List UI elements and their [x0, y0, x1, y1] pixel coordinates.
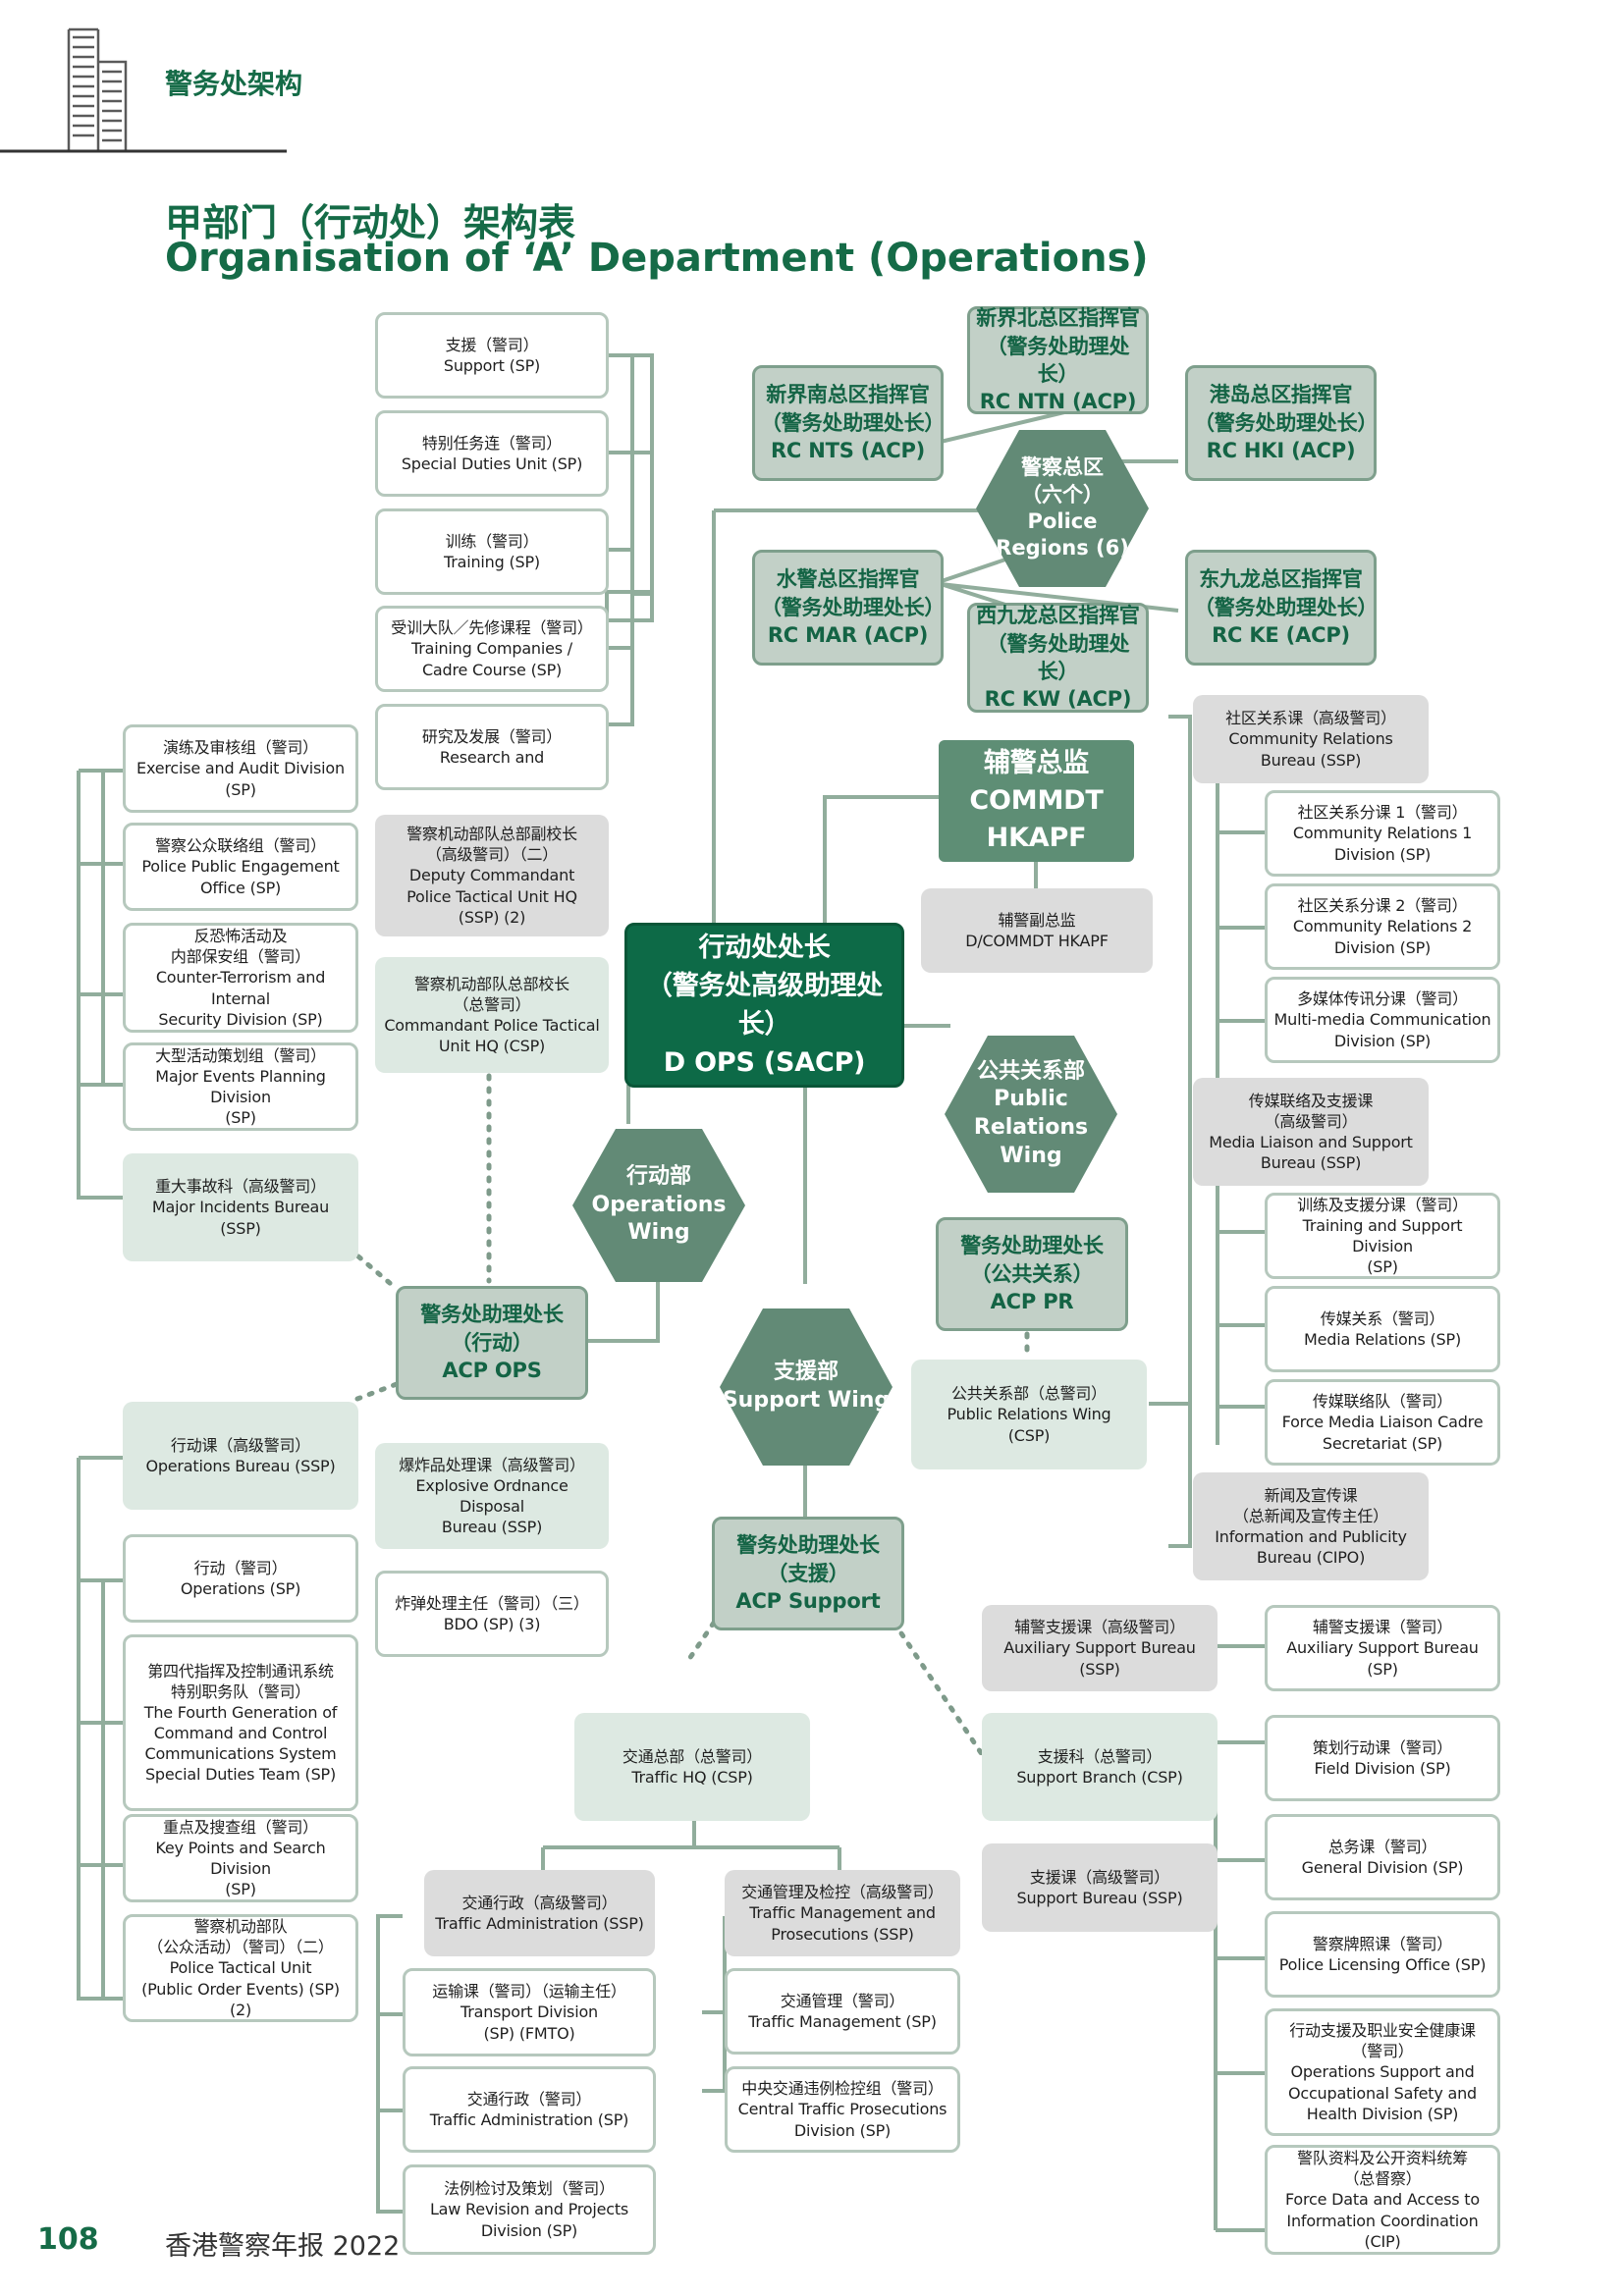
exercise-audit-box: 演练及审核组（警司）Exercise and Audit Division(SP…: [123, 724, 358, 813]
ctisd-box: 反恐怖活动及内部保安组（警司）Counter-Terrorism and Int…: [123, 923, 358, 1033]
bdo-box: 炸弹处理主任（警司）（三）BDO (SP) (3): [375, 1571, 609, 1657]
building-logo-icon: [0, 27, 287, 153]
rc-mar-box: 水警总区指挥官（警务处助理处长）RC MAR (ACP): [752, 550, 945, 666]
rc-nts-box: 新界南总区指挥官（警务处助理处长）RC NTS (ACP): [752, 365, 945, 481]
traffic-management-sp-box: 交通管理（警司）Traffic Management (SP): [725, 1968, 960, 2055]
operations-sp-box: 行动（警司）Operations (SP): [123, 1534, 358, 1623]
force-data-access-box: 警队资料及公开资料统筹（总督察）Force Data and Access to…: [1265, 2145, 1500, 2255]
major-incidents-bureau-box: 重大事故科（高级警司）Major Incidents Bureau(SSP): [123, 1153, 358, 1261]
research-development-box: 研究及发展（警司）Research and: [375, 704, 609, 790]
traffic-administration-sp-box: 交通行政（警司）Traffic Administration (SP): [403, 2066, 656, 2153]
rc-ntn-box: 新界北总区指挥官（警务处助理处长）RC NTN (ACP): [967, 306, 1149, 414]
training-companies-box: 受训大队／先修课程（警司）Training Companies /Cadre C…: [375, 606, 609, 692]
section-header: 警务处架构: [165, 68, 303, 100]
publication-title: 香港警察年报 2022: [165, 2231, 401, 2262]
support-branch-box: 支援科（总警司）Support Branch (CSP): [982, 1713, 1218, 1821]
support-sp-box: 支援（警司）Support (SP): [375, 312, 609, 399]
training-sp-box: 训练（警司）Training (SP): [375, 508, 609, 595]
rc-ke-box: 东九龙总区指挥官（警务处助理处长）RC KE (ACP): [1185, 550, 1378, 666]
operations-bureau-box: 行动课（高级警司）Operations Bureau (SSP): [123, 1402, 358, 1510]
key-points-search-box: 重点及搜查组（警司）Key Points and Search Division…: [123, 1814, 358, 1902]
central-traffic-prosecutions-box: 中央交通违例检控组（警司）Central Traffic Prosecution…: [725, 2066, 960, 2153]
auxiliary-support-bureau-sp-box: 辅警支援课（警司）Auxiliary Support Bureau (SP): [1265, 1605, 1500, 1691]
fourth-generation-box: 第四代指挥及控制通讯系统特别职务队（警司）The Fourth Generati…: [123, 1634, 358, 1811]
media-relations-box: 传媒关系（警司）Media Relations (SP): [1265, 1286, 1500, 1372]
traffic-hq-box: 交通总部（总警司）Traffic HQ (CSP): [574, 1713, 810, 1821]
ptu-public-order-box: 警察机动部队（公众活动）（警司）（二）Police Tactical Unit(…: [123, 1914, 358, 2022]
general-division-box: 总务课（警司）General Division (SP): [1265, 1814, 1500, 1900]
rc-hki-box: 港岛总区指挥官（警务处助理处长）RC HKI (ACP): [1185, 365, 1378, 481]
d-ops-box: 行动处处长（警务处高级助理处长）D OPS (SACP): [624, 923, 904, 1088]
page-number: 108: [37, 2222, 99, 2257]
commandant-ptu-box: 警察机动部队总部校长（总警司）Commandant Police Tactica…: [375, 957, 609, 1073]
information-publicity-bureau-box: 新闻及宣传课（总新闻及宣传主任）Information and Publicit…: [1193, 1472, 1429, 1580]
support-bureau-box: 支援课（高级警司）Support Bureau (SSP): [982, 1843, 1218, 1932]
acp-ops-box: 警务处助理处长（行动）ACP OPS: [396, 1286, 588, 1400]
page-title-zh: 甲部门（行动处）架构表: [165, 201, 576, 244]
rc-kw-box: 西九龙总区指挥官（警务处助理处长）RC KW (ACP): [967, 603, 1149, 713]
acp-pr-box: 警务处助理处长（公共关系）ACP PR: [936, 1217, 1128, 1331]
auxiliary-support-bureau-ssp-box: 辅警支援课（高级警司）Auxiliary Support Bureau(SSP): [982, 1605, 1218, 1691]
sdu-box: 特别任务连（警司）Special Duties Unit (SP): [375, 410, 609, 497]
acp-support-box: 警务处助理处长（支援）ACP Support: [712, 1517, 904, 1630]
transport-division-box: 运输课（警司）（运输主任）Transport Division(SP) (FMT…: [403, 1968, 656, 2056]
field-division-box: 策划行动课（警司）Field Division (SP): [1265, 1715, 1500, 1801]
traffic-administration-ssp-box: 交通行政（高级警司）Traffic Administration (SSP): [424, 1870, 655, 1956]
training-support-division-box: 训练及支援分课（警司）Training and Support Division…: [1265, 1193, 1500, 1279]
major-events-planning-box: 大型活动策划组（警司）Major Events Planning Divisio…: [123, 1042, 358, 1131]
pr-wing-csp-box: 公共关系部（总警司）Public Relations Wing(CSP): [911, 1360, 1147, 1469]
police-licensing-office-box: 警察牌照课（警司）Police Licensing Office (SP): [1265, 1911, 1500, 1998]
page-title-en: Organisation of ‘A’ Department (Operatio…: [165, 236, 1149, 281]
